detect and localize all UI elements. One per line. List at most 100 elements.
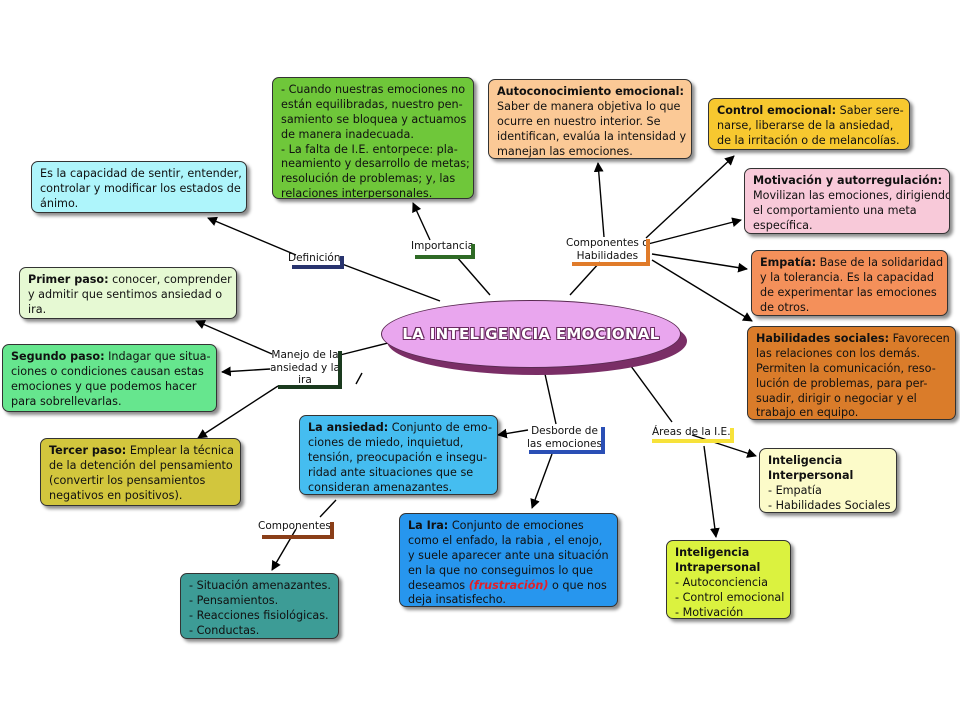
box-ansiedad: La ansiedad: Conjunto de emo- ciones de … bbox=[299, 415, 498, 495]
box-title: Motivación y autorregulación: bbox=[753, 174, 943, 187]
frustracion-highlight: (frustración) bbox=[468, 578, 549, 592]
text-line: en la que no conseguimos lo que bbox=[408, 563, 593, 577]
text-line: Saber de manera objetiva lo que bbox=[497, 99, 681, 113]
box-primer-paso: Primer paso: conocer, comprender y admit… bbox=[19, 267, 237, 319]
text-line: Saber sere- bbox=[836, 104, 904, 117]
label-componentes2-text: Componentes bbox=[258, 520, 331, 532]
label-areas-text: Áreas de la I.E. bbox=[652, 426, 731, 438]
label-manejo-text-3: ira bbox=[298, 374, 312, 387]
text-line: específica. bbox=[753, 218, 813, 232]
text-line: ciones o condiciones causan estas bbox=[11, 364, 204, 378]
text-line: manejan las emociones. bbox=[497, 144, 633, 158]
text-line: - Habilidades Sociales bbox=[768, 498, 891, 512]
box-habilidades-sociales: Habilidades sociales: Favorecen las rela… bbox=[747, 326, 956, 420]
box-title: Empatía: bbox=[760, 256, 817, 269]
text-line: - Situación amenazantes. bbox=[189, 579, 331, 592]
text-line: narse, liberarse de la ansiedad, bbox=[717, 118, 894, 132]
box-title: Segundo paso: bbox=[11, 350, 105, 363]
text-line: relaciones interpersonales. bbox=[281, 187, 433, 199]
label-importancia: Importancia bbox=[411, 240, 475, 259]
central-ellipse: LA INTELIGENCIA EMOCIONAL bbox=[381, 300, 681, 368]
label-componentes: Componentes bbox=[258, 520, 334, 539]
text-line: ridad ante situaciones que se bbox=[308, 465, 474, 479]
text-line: - Autoconciencia bbox=[675, 575, 769, 589]
text-line: ocurre en nuestro interior. Se bbox=[497, 114, 661, 128]
label-definicion-text: Definición bbox=[288, 252, 341, 264]
text-line: ciones de miedo, inquietud, bbox=[308, 435, 464, 449]
box-title: Autoconocimiento emocional: bbox=[497, 85, 684, 98]
label-desborde-text-2: las emociones bbox=[527, 437, 602, 450]
text-line: están equilibradas, nuestro pen- bbox=[281, 97, 463, 111]
text-line: Indagar que situa- bbox=[104, 350, 211, 363]
box-title: La ansiedad: bbox=[308, 421, 389, 434]
text-line: Emplear la técnica bbox=[126, 444, 235, 457]
box-title: Inteligencia bbox=[675, 546, 750, 559]
box-autoconocimiento: Autoconocimiento emocional: Saber de man… bbox=[488, 79, 692, 159]
text-line: el comportamiento una meta bbox=[753, 203, 917, 217]
text-line: - Empatía bbox=[768, 483, 822, 497]
text-line: - Conductas. bbox=[189, 623, 260, 637]
text-line: y suele aparecer ante una situación bbox=[408, 548, 609, 562]
central-node: LA INTELIGENCIA EMOCIONAL bbox=[381, 300, 687, 375]
box-componentes: - Situación amenazantes. - Pensamientos.… bbox=[180, 573, 339, 639]
box-ira: La Ira: Conjunto de emociones como el en… bbox=[399, 513, 618, 607]
text-line: consideran amenazantes. bbox=[308, 480, 453, 494]
box-control-emocional: Control emocional: Saber sere- narse, li… bbox=[708, 98, 910, 150]
box-inteligencia-interpersonal: Inteligencia Interpersonal - Empatía - H… bbox=[759, 448, 897, 513]
box-inteligencia-intrapersonal: Inteligencia Intrapersonal - Autoconcien… bbox=[666, 540, 791, 619]
text-line: Permiten la comunicación, reso- bbox=[756, 361, 936, 375]
box-title: Inteligencia bbox=[768, 454, 843, 467]
box-importancia: - Cuando nuestras emociones no están equ… bbox=[272, 77, 474, 199]
text-line: negativos en positivos). bbox=[49, 488, 183, 502]
text-line: Favorecen bbox=[889, 332, 950, 345]
text-line: conocer, comprender bbox=[108, 273, 232, 286]
text-line: deseamos bbox=[408, 578, 469, 592]
text-line: Movilizan las emociones, dirigiendo bbox=[753, 188, 950, 202]
text-line: de experimentar las emociones bbox=[760, 285, 937, 299]
box-empatia: Empatía: Base de la solidaridad y la tol… bbox=[751, 250, 948, 316]
text-line: - La falta de I.E. entorpece: pla- bbox=[281, 142, 458, 156]
box-title: Interpersonal bbox=[768, 468, 854, 482]
text-line: de otros. bbox=[760, 300, 810, 314]
label-desborde-text-1: Desborde de bbox=[531, 425, 598, 437]
text-line: - Control emocional bbox=[675, 590, 785, 604]
text-line: de la irritación o de melancolías. bbox=[717, 133, 900, 147]
label-areas: Áreas de la I.E. bbox=[652, 426, 734, 443]
text-line: suadir, dirigir o negociar y el bbox=[756, 391, 917, 405]
text-line: - Cuando nuestras emociones no bbox=[281, 83, 466, 96]
text-line: tensión, preocupación e insegu- bbox=[308, 450, 488, 464]
text-line: samiento se bloquea y actuamos bbox=[281, 112, 467, 126]
text-line: de manera inadecuada. bbox=[281, 127, 414, 141]
central-title: LA INTELIGENCIA EMOCIONAL bbox=[402, 325, 660, 343]
text-line: o que nos bbox=[548, 578, 607, 592]
label-manejo: Manejo de la ansiedad y la ira bbox=[270, 349, 342, 389]
text-line: Conjunto de emociones bbox=[448, 519, 584, 532]
text-line: Conjunto de emo- bbox=[388, 421, 493, 434]
box-title: Intrapersonal bbox=[675, 560, 761, 574]
text-line: resolución de problemas; y, las bbox=[281, 172, 456, 186]
text-line: identifican, evalúa la intensidad y bbox=[497, 129, 687, 143]
label-manejo-text-2: ansiedad y la bbox=[270, 361, 340, 374]
text-line: - Motivación bbox=[675, 605, 744, 619]
text-line: emociones y que podemos hacer bbox=[11, 379, 197, 393]
box-title: Habilidades sociales: bbox=[756, 332, 890, 345]
label-desborde: Desborde de las emociones bbox=[527, 425, 605, 454]
box-motivacion: Motivación y autorregulación: Movilizan … bbox=[744, 168, 950, 234]
text-line: neamiento y desarrollo de metas; bbox=[281, 157, 470, 171]
box-tercer-paso: Tercer paso: Emplear la técnica de la de… bbox=[40, 438, 241, 506]
text-line: de la detención del pensamiento bbox=[49, 458, 233, 472]
text-line: Es la capacidad de sentir, entender, bbox=[40, 167, 242, 180]
box-title: Control emocional: bbox=[717, 104, 837, 117]
text-line: - Reacciones fisiológicas. bbox=[189, 608, 329, 622]
text-line: deja insatisfecho. bbox=[408, 593, 506, 607]
text-line: las relaciones con los demás. bbox=[756, 346, 921, 360]
text-line: y la tolerancia. Es la capacidad bbox=[760, 270, 934, 284]
text-line: - Pensamientos. bbox=[189, 593, 279, 607]
text-line: (convertir los pensamientos bbox=[49, 473, 206, 487]
text-line: trabajo en equipo. bbox=[756, 406, 859, 420]
label-componentes-text-2: Habilidades bbox=[576, 249, 639, 262]
box-title: La Ira: bbox=[408, 519, 449, 532]
text-line: ánimo. bbox=[40, 196, 79, 210]
label-componentes-habilidades: Componentes o Habilidades bbox=[566, 237, 650, 266]
